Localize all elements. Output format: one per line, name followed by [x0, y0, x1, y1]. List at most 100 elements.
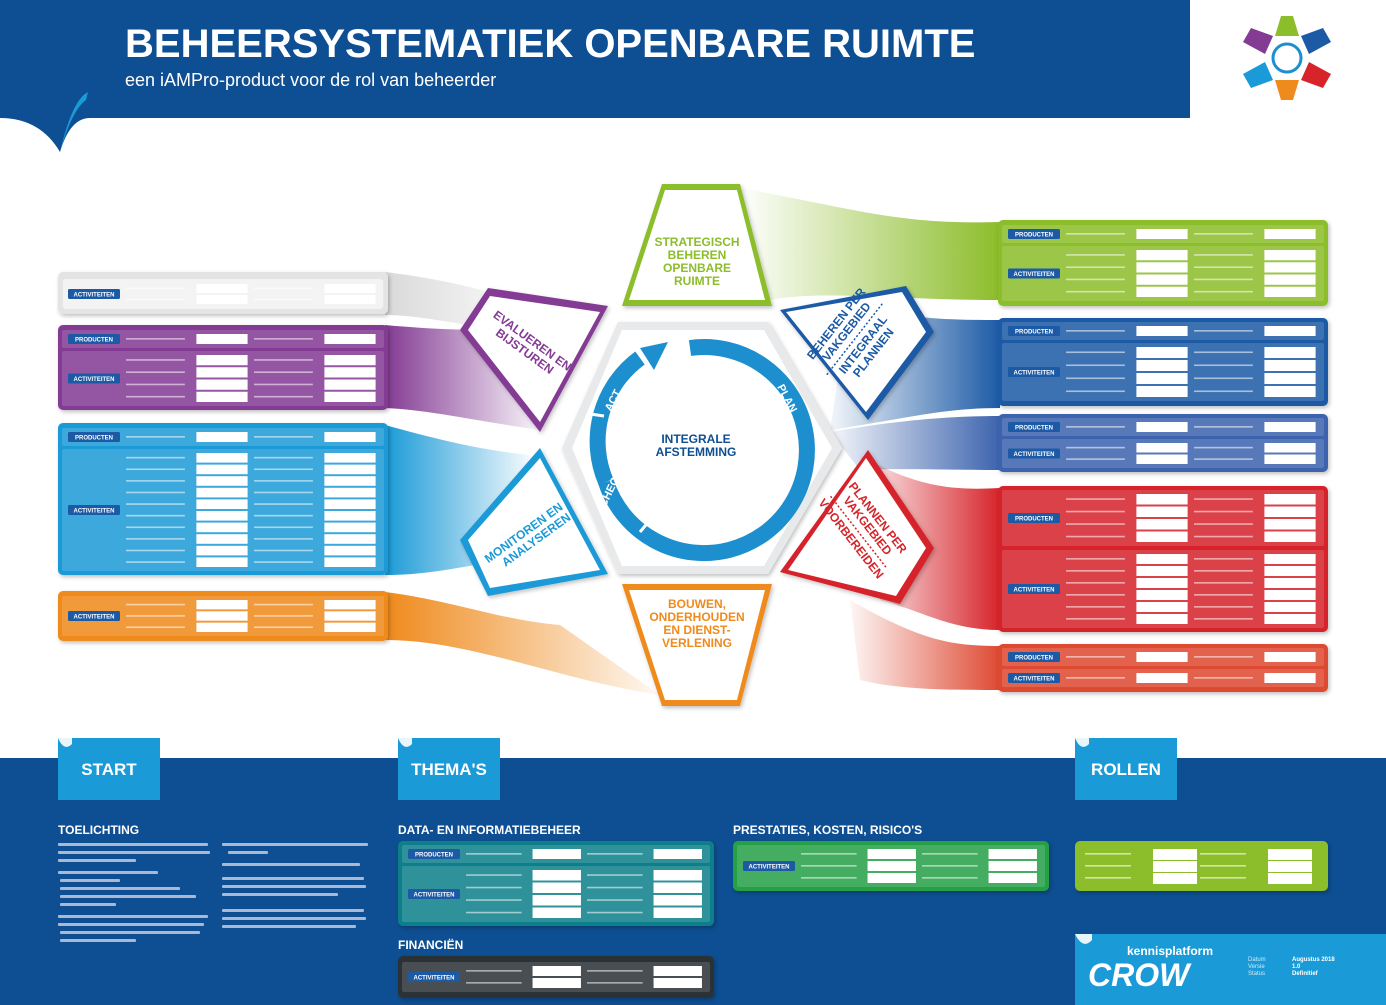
- producten-label-text: PRODUCTEN: [1015, 656, 1053, 662]
- item-text-line: [466, 970, 522, 972]
- item-field: [324, 334, 376, 344]
- item-text-line: [922, 877, 978, 879]
- activiteiten-label-text: ACTIVITEITEN: [748, 865, 789, 871]
- tab-rollen: ROLLEN: [1075, 738, 1177, 800]
- item-field: [196, 499, 248, 509]
- item-text-line: [1194, 290, 1253, 293]
- item-field: [1264, 386, 1316, 397]
- item-field: [867, 873, 916, 883]
- item-field: [324, 432, 376, 442]
- producten-label-text: PRODUCTEN: [1015, 330, 1053, 336]
- data-activiteiten: ACTIVITEITEN: [402, 866, 710, 922]
- item-text-line: [1194, 377, 1253, 380]
- item-text-line: [126, 503, 185, 505]
- item-field: [1136, 673, 1188, 683]
- item-field: [1136, 566, 1188, 576]
- item-text-line: [587, 886, 643, 889]
- item-field: [1264, 360, 1316, 371]
- item-field: [1264, 602, 1316, 612]
- process-bouwen: [622, 584, 772, 706]
- process-strategisch: [622, 184, 772, 306]
- item-text-line: [254, 626, 313, 629]
- item-field: [988, 849, 1037, 859]
- toelichting-title: TOELICHTING: [58, 823, 139, 837]
- process-plannen: [780, 450, 934, 604]
- crow-block: kennisplatform CROW Datum Versie Status …: [1075, 934, 1386, 1005]
- item-text-line: [254, 298, 313, 301]
- item-text-line: [126, 603, 185, 606]
- producten-label-text: PRODUCTEN: [415, 853, 453, 859]
- item-field: [1136, 519, 1188, 530]
- item-text-line: [1066, 233, 1125, 235]
- item-field: [1268, 861, 1312, 872]
- item-text-line: [1066, 535, 1125, 538]
- item-field: [324, 367, 376, 378]
- activiteiten-label-text: ACTIVITEITEN: [1013, 677, 1054, 683]
- item-text-line: [1066, 330, 1125, 332]
- crow-kennisplatform: kennisplatform: [1127, 944, 1213, 958]
- item-text-line: [254, 561, 313, 563]
- item-field: [324, 476, 376, 486]
- item-field: [1136, 602, 1188, 612]
- item-field: [1136, 443, 1188, 453]
- grey-activiteiten: ACTIVITEITEN: [62, 280, 384, 308]
- item-field: [653, 895, 702, 906]
- item-field: [196, 432, 248, 442]
- header-banner: [0, 0, 1190, 152]
- purple-activiteiten: ACTIVITEITEN: [62, 351, 384, 406]
- activiteiten-label: ACTIVITEITEN: [1008, 448, 1060, 459]
- meta-val-datum: Augustus 2018: [1292, 957, 1335, 963]
- item-field: [1136, 422, 1188, 432]
- strategisch-line3: OPENBARE: [663, 261, 731, 275]
- item-text-line: [126, 538, 185, 540]
- item-text-line: [1066, 618, 1125, 620]
- center-hexagon: [562, 322, 842, 574]
- bouwen-line1: BOUWEN,: [668, 597, 726, 611]
- activiteiten-label: ACTIVITEITEN: [743, 861, 795, 871]
- item-field: [1153, 873, 1197, 884]
- crow-logo-text: CROW: [1088, 957, 1192, 993]
- item-text-line: [1066, 606, 1125, 608]
- item-field: [196, 622, 248, 632]
- item-field: [1264, 506, 1316, 517]
- process-monitoren: [460, 448, 608, 596]
- item-text-line: [1194, 278, 1253, 281]
- item-text-line: [254, 395, 313, 398]
- item-field: [1264, 262, 1316, 273]
- item-field: [1136, 652, 1188, 662]
- item-field: [1264, 531, 1316, 542]
- item-text-line: [126, 359, 185, 361]
- item-field: [653, 882, 702, 893]
- item-field: [532, 978, 581, 988]
- item-field: [1136, 454, 1188, 464]
- item-text-line: [1194, 458, 1253, 460]
- process-evalueren: [460, 288, 608, 432]
- item-text-line: [1194, 446, 1253, 449]
- item-field: [196, 476, 248, 486]
- meta-key-datum: Datum: [1248, 957, 1266, 963]
- item-text-line: [1066, 594, 1125, 596]
- item-text-line: [254, 603, 313, 606]
- item-field: [1264, 422, 1316, 432]
- item-text-line: [1200, 877, 1246, 879]
- item-text-line: [1194, 351, 1253, 354]
- producten-label: PRODUCTEN: [1008, 652, 1060, 662]
- item-text-line: [1066, 656, 1125, 658]
- item-text-line: [126, 514, 185, 517]
- activiteiten-label: ACTIVITEITEN: [1008, 268, 1060, 279]
- item-field: [1136, 554, 1188, 564]
- item-field: [1136, 578, 1188, 588]
- item-field: [196, 453, 248, 463]
- item-text-line: [1066, 266, 1125, 268]
- item-text-line: [254, 549, 313, 552]
- tab-themas: THEMA'S: [398, 738, 500, 800]
- item-text-line: [922, 853, 978, 855]
- item-field: [324, 295, 376, 304]
- item-text-line: [254, 503, 313, 505]
- item-text-line: [1085, 853, 1131, 855]
- item-text-line: [1066, 558, 1125, 560]
- ribbon-green: [740, 188, 1000, 300]
- item-text-line: [1085, 877, 1131, 879]
- item-field: [196, 355, 248, 366]
- item-text-line: [1194, 390, 1253, 393]
